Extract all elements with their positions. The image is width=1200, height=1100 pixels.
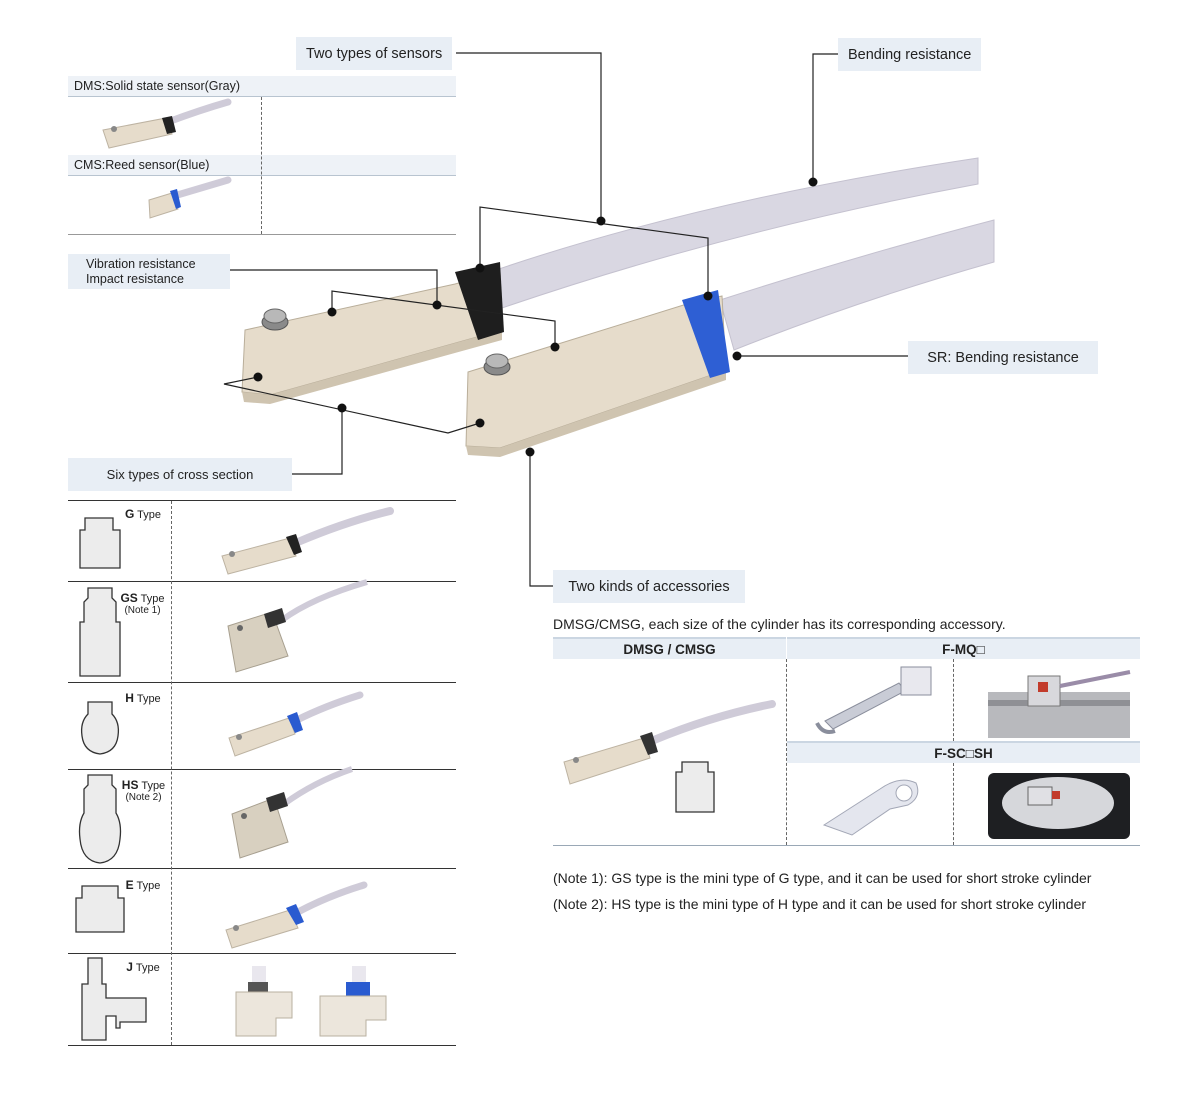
cross-table-divider bbox=[171, 501, 172, 1045]
callout-sr-bending: SR: Bending resistance bbox=[908, 341, 1098, 374]
gs-type-sensor-image bbox=[227, 579, 368, 673]
callout-two-types-of-sensors: Two types of sensors bbox=[296, 37, 453, 70]
acc-divider-1 bbox=[786, 659, 787, 845]
f-mq-cylinder-image bbox=[988, 670, 1131, 738]
cross-table-rule-3 bbox=[68, 769, 456, 770]
callout-two-kinds: Two kinds of accessories bbox=[553, 570, 745, 603]
g-type-cross-section-icon bbox=[79, 517, 121, 569]
note-2: (Note 2): HS type is the mini type of H … bbox=[553, 896, 1087, 912]
callout-vibration-impact: Vibration resistance Impact resistance bbox=[68, 254, 230, 289]
cms-label: CMS:Reed sensor(Blue) bbox=[68, 155, 456, 176]
type-label-j: J Type bbox=[126, 960, 160, 974]
type-label-g: G Type bbox=[124, 507, 162, 521]
callout-bending-resistance: Bending resistance bbox=[838, 38, 982, 71]
dms-label: DMS:Solid state sensor(Gray) bbox=[68, 76, 456, 97]
vibration-resistance-text: Vibration resistance bbox=[86, 256, 196, 271]
hs-type-sensor-image bbox=[231, 766, 353, 859]
acc-table-bottom-rule bbox=[553, 845, 1140, 846]
type-label-gs: GS Type(Note 1) bbox=[120, 591, 165, 616]
j-type-cross-section-icon bbox=[81, 957, 147, 1041]
acc-header-dmsg-cmsg: DMSG / CMSG bbox=[553, 637, 786, 659]
dmsg-sensor-image bbox=[563, 700, 776, 813]
cross-table-rule-5 bbox=[68, 953, 456, 954]
acc-header-f-mq: F-MQ□ bbox=[787, 637, 1140, 659]
dms-sensor-image bbox=[102, 98, 232, 149]
type-label-hs: HS Type(Note 2) bbox=[121, 778, 166, 803]
j-type-sensor-image-dms bbox=[235, 966, 293, 1037]
h-type-sensor-image bbox=[228, 691, 364, 757]
cross-table-rule-2 bbox=[68, 682, 456, 683]
accessories-intro: DMSG/CMSG, each size of the cylinder has… bbox=[553, 616, 1006, 632]
top-panel-bottom-rule bbox=[68, 234, 456, 235]
j-type-sensor-image-cms bbox=[319, 966, 387, 1037]
e-type-sensor-image bbox=[225, 881, 368, 949]
e-type-cross-section-icon bbox=[75, 885, 125, 933]
cross-table-rule-1 bbox=[68, 581, 456, 582]
hs-type-cross-section-icon bbox=[78, 774, 122, 864]
h-type-cross-section-icon bbox=[80, 701, 120, 755]
callout-six-types: Six types of cross section bbox=[68, 458, 292, 491]
top-panel-divider bbox=[261, 97, 262, 234]
note-1: (Note 1): GS type is the mini type of G … bbox=[553, 870, 1092, 886]
cross-table-rule-4 bbox=[68, 868, 456, 869]
cross-table-rule-0 bbox=[68, 500, 456, 501]
type-label-h: H Type bbox=[125, 691, 161, 705]
f-mq-bracket-image bbox=[815, 666, 932, 734]
impact-resistance-text: Impact resistance bbox=[86, 271, 184, 286]
type-label-e: E Type bbox=[125, 878, 161, 892]
cross-table-rule-6 bbox=[68, 1045, 456, 1046]
cms-sensor-image bbox=[148, 176, 232, 219]
acc-divider-3 bbox=[953, 763, 954, 845]
acc-header-f-scsh: F-SC□SH bbox=[787, 741, 1140, 763]
acc-divider-2 bbox=[953, 659, 954, 741]
g-type-sensor-image bbox=[221, 507, 394, 575]
gs-type-cross-section-icon bbox=[79, 587, 121, 677]
f-sc-bracket-image bbox=[822, 779, 919, 836]
f-sc-cylinder-image bbox=[988, 773, 1130, 839]
